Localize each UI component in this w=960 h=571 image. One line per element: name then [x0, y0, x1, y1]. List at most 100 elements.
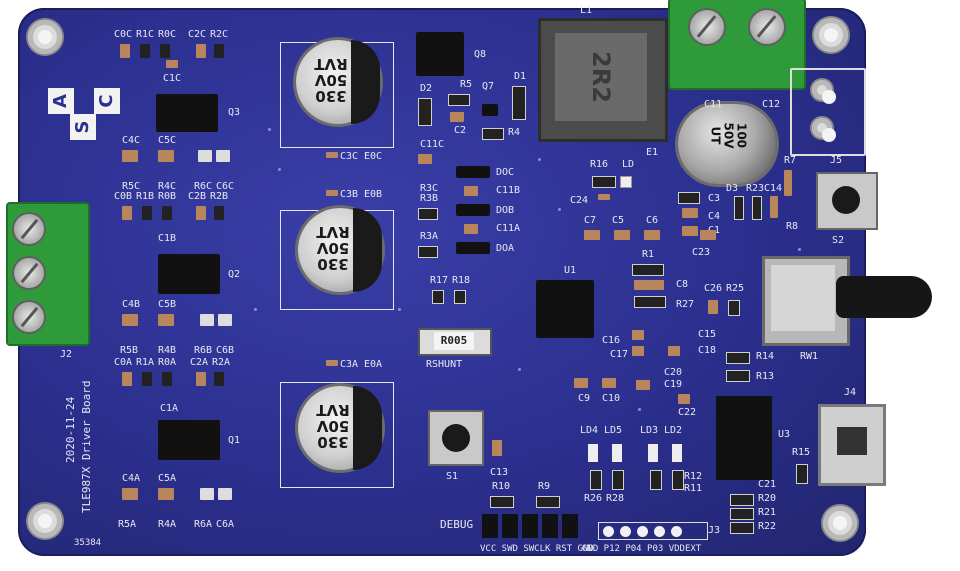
- mounting-hole-bottom-right: [823, 506, 857, 540]
- resistor-r12: [650, 470, 662, 490]
- label-r21: R21: [758, 507, 777, 518]
- debug-pin[interactable]: [562, 514, 578, 538]
- label-c15: C15: [698, 329, 717, 340]
- header-pin[interactable]: [671, 525, 682, 537]
- label-c6b: C6B: [216, 345, 235, 356]
- label-c19: C19: [664, 379, 683, 390]
- label-c3a: C3A: [340, 359, 359, 370]
- pot-shaft[interactable]: [836, 276, 932, 318]
- inductor-marking: 2R2: [587, 51, 615, 103]
- terminal-block-j2[interactable]: [6, 202, 90, 346]
- pin-hole-1: [812, 80, 836, 104]
- e1-voltage: 50V: [721, 122, 736, 149]
- label-r7: R7: [784, 155, 797, 166]
- capacitor-c6: [644, 230, 660, 240]
- label-r11: R11: [684, 483, 703, 494]
- label-doa: DOA: [496, 243, 515, 254]
- ic-u3: [716, 396, 772, 480]
- resistor-r4: [482, 128, 504, 140]
- header-pin[interactable]: [620, 525, 631, 537]
- label-r4b: R4B: [158, 345, 177, 356]
- screw-terminal-3[interactable]: [14, 302, 44, 332]
- logo: A S C: [48, 70, 132, 166]
- label-c11c: C11C: [420, 139, 445, 150]
- label-c0c: C0C: [114, 29, 133, 40]
- label-c18: C18: [698, 345, 717, 356]
- debug-pin[interactable]: [502, 514, 518, 538]
- screw-terminal-1[interactable]: [14, 214, 44, 244]
- via: [638, 408, 641, 411]
- smd-c0b: [122, 206, 132, 220]
- smd-c3b: [326, 190, 338, 196]
- button-cap[interactable]: [832, 186, 860, 214]
- label-s2: S2: [832, 235, 845, 246]
- led-ld3: [648, 444, 658, 462]
- header-j3[interactable]: [598, 522, 708, 540]
- debug-pin[interactable]: [482, 514, 498, 538]
- inductor: 2R2: [538, 18, 668, 142]
- label-j3: J3: [708, 525, 721, 536]
- label-r1a: R1A: [136, 357, 155, 368]
- usb-connector-j4[interactable]: [818, 404, 886, 486]
- label-r5a: R5A: [118, 519, 137, 530]
- pcb-board: A S C 2020-11-24 TLE987X Driver Board 35…: [6, 0, 932, 556]
- resistor-r22: [730, 522, 754, 534]
- capacitor-c15: [632, 330, 644, 340]
- label-c4a: C4A: [122, 473, 141, 484]
- label-c11: C11: [704, 99, 723, 110]
- capacitor-c18: [668, 346, 680, 356]
- push-button-s2[interactable]: [816, 172, 878, 230]
- label-c4c: C4C: [122, 135, 141, 146]
- terminal-block-power[interactable]: [668, 0, 806, 90]
- label-ld: LD: [622, 159, 635, 170]
- label-c8: C8: [676, 279, 689, 290]
- debug-pin[interactable]: [542, 514, 558, 538]
- cap-polarity-band: [353, 386, 382, 470]
- header-pin[interactable]: [637, 525, 648, 537]
- resistor-r3b: [418, 208, 438, 220]
- label-q7: Q7: [482, 81, 495, 92]
- capacitor-c1: [682, 226, 698, 236]
- header-pin[interactable]: [654, 525, 665, 537]
- label-c20: C20: [664, 367, 683, 378]
- smd-c2a: [196, 372, 206, 386]
- potentiometer-rw1[interactable]: [762, 256, 850, 346]
- power-screw-2[interactable]: [750, 10, 784, 44]
- screw-terminal-2[interactable]: [14, 258, 44, 288]
- smd-r6a-pad: [218, 488, 232, 500]
- label-c11b: C11B: [496, 185, 521, 196]
- power-screw-1[interactable]: [690, 10, 724, 44]
- cap-value: 330: [317, 255, 349, 273]
- label-r23: R23: [746, 183, 765, 194]
- cap-voltage: 50V: [316, 239, 350, 257]
- label-q1: Q1: [228, 435, 241, 446]
- resistor-r21: [730, 508, 754, 520]
- capacitor-c22: [678, 394, 690, 404]
- led-ld5: [612, 444, 622, 462]
- smd-r6c-pad: [216, 150, 230, 162]
- smd-c0c: [120, 44, 130, 58]
- header-pin-labels: GND P12 P04 P03 VDDEXT: [582, 544, 702, 554]
- cap-outline-bottom: [280, 382, 394, 488]
- smd-r6b-pad: [218, 314, 232, 326]
- label-r1: R1: [642, 249, 655, 260]
- connector-footprint-right: [790, 68, 866, 156]
- label-rw1: RW1: [800, 351, 819, 362]
- label-d2: D2: [420, 83, 433, 94]
- resistor-r5: [448, 94, 470, 106]
- usb-port[interactable]: [837, 427, 867, 455]
- label-c3: C3: [708, 193, 721, 204]
- label-r14: R14: [756, 351, 775, 362]
- label-e0a: E0A: [364, 359, 383, 370]
- label-r10: R10: [492, 481, 511, 492]
- resistor-r15: [796, 464, 808, 484]
- label-r4c: R4C: [158, 181, 177, 192]
- debug-header-pins[interactable]: [482, 514, 582, 538]
- label-r4a: R4A: [158, 519, 177, 530]
- label-c0a: C0A: [114, 357, 133, 368]
- debug-pin[interactable]: [522, 514, 538, 538]
- smd-r2a: [214, 372, 224, 386]
- button-cap[interactable]: [442, 424, 470, 452]
- header-pin[interactable]: [603, 525, 614, 537]
- push-button-s1[interactable]: [428, 410, 484, 466]
